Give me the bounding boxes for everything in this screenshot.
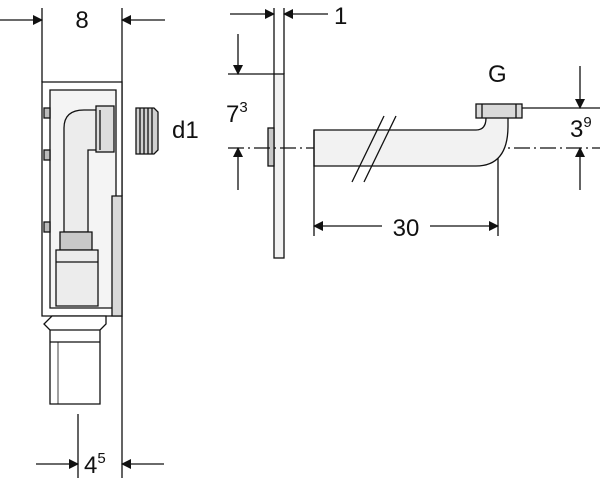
connector-d1 <box>135 107 159 155</box>
bottom-dimension <box>36 316 164 478</box>
lower-chamber <box>55 249 99 307</box>
siphon-box-view <box>41 8 123 405</box>
pipe-body <box>313 111 509 167</box>
box-flange <box>111 195 123 317</box>
elbow-height-dimension <box>522 66 600 190</box>
bottom-label: 45 <box>84 450 106 479</box>
width-label: 8 <box>75 7 88 34</box>
pipe-bend-view <box>313 103 523 183</box>
threaded-connector <box>475 103 523 119</box>
mounting-plate <box>273 73 285 259</box>
thread-label: G <box>488 61 507 88</box>
siphon-band <box>59 231 93 251</box>
break-mark <box>363 115 397 183</box>
drain-pipe <box>43 315 107 405</box>
mount-tab <box>43 149 51 161</box>
connector-label: d1 <box>172 117 199 144</box>
siphon-outlet <box>95 105 115 153</box>
pipe-length-label: 30 <box>393 215 420 242</box>
offset-label: 73 <box>226 99 248 128</box>
mounting-plate-view <box>267 8 285 259</box>
plate-lip <box>267 127 275 167</box>
plate-thickness-label: 1 <box>334 3 347 30</box>
break-mark <box>351 115 385 183</box>
pipe-length-dimension <box>313 158 499 236</box>
mount-tab <box>43 221 51 233</box>
elbow-height-label: 39 <box>570 114 592 143</box>
mount-tab <box>43 107 51 119</box>
